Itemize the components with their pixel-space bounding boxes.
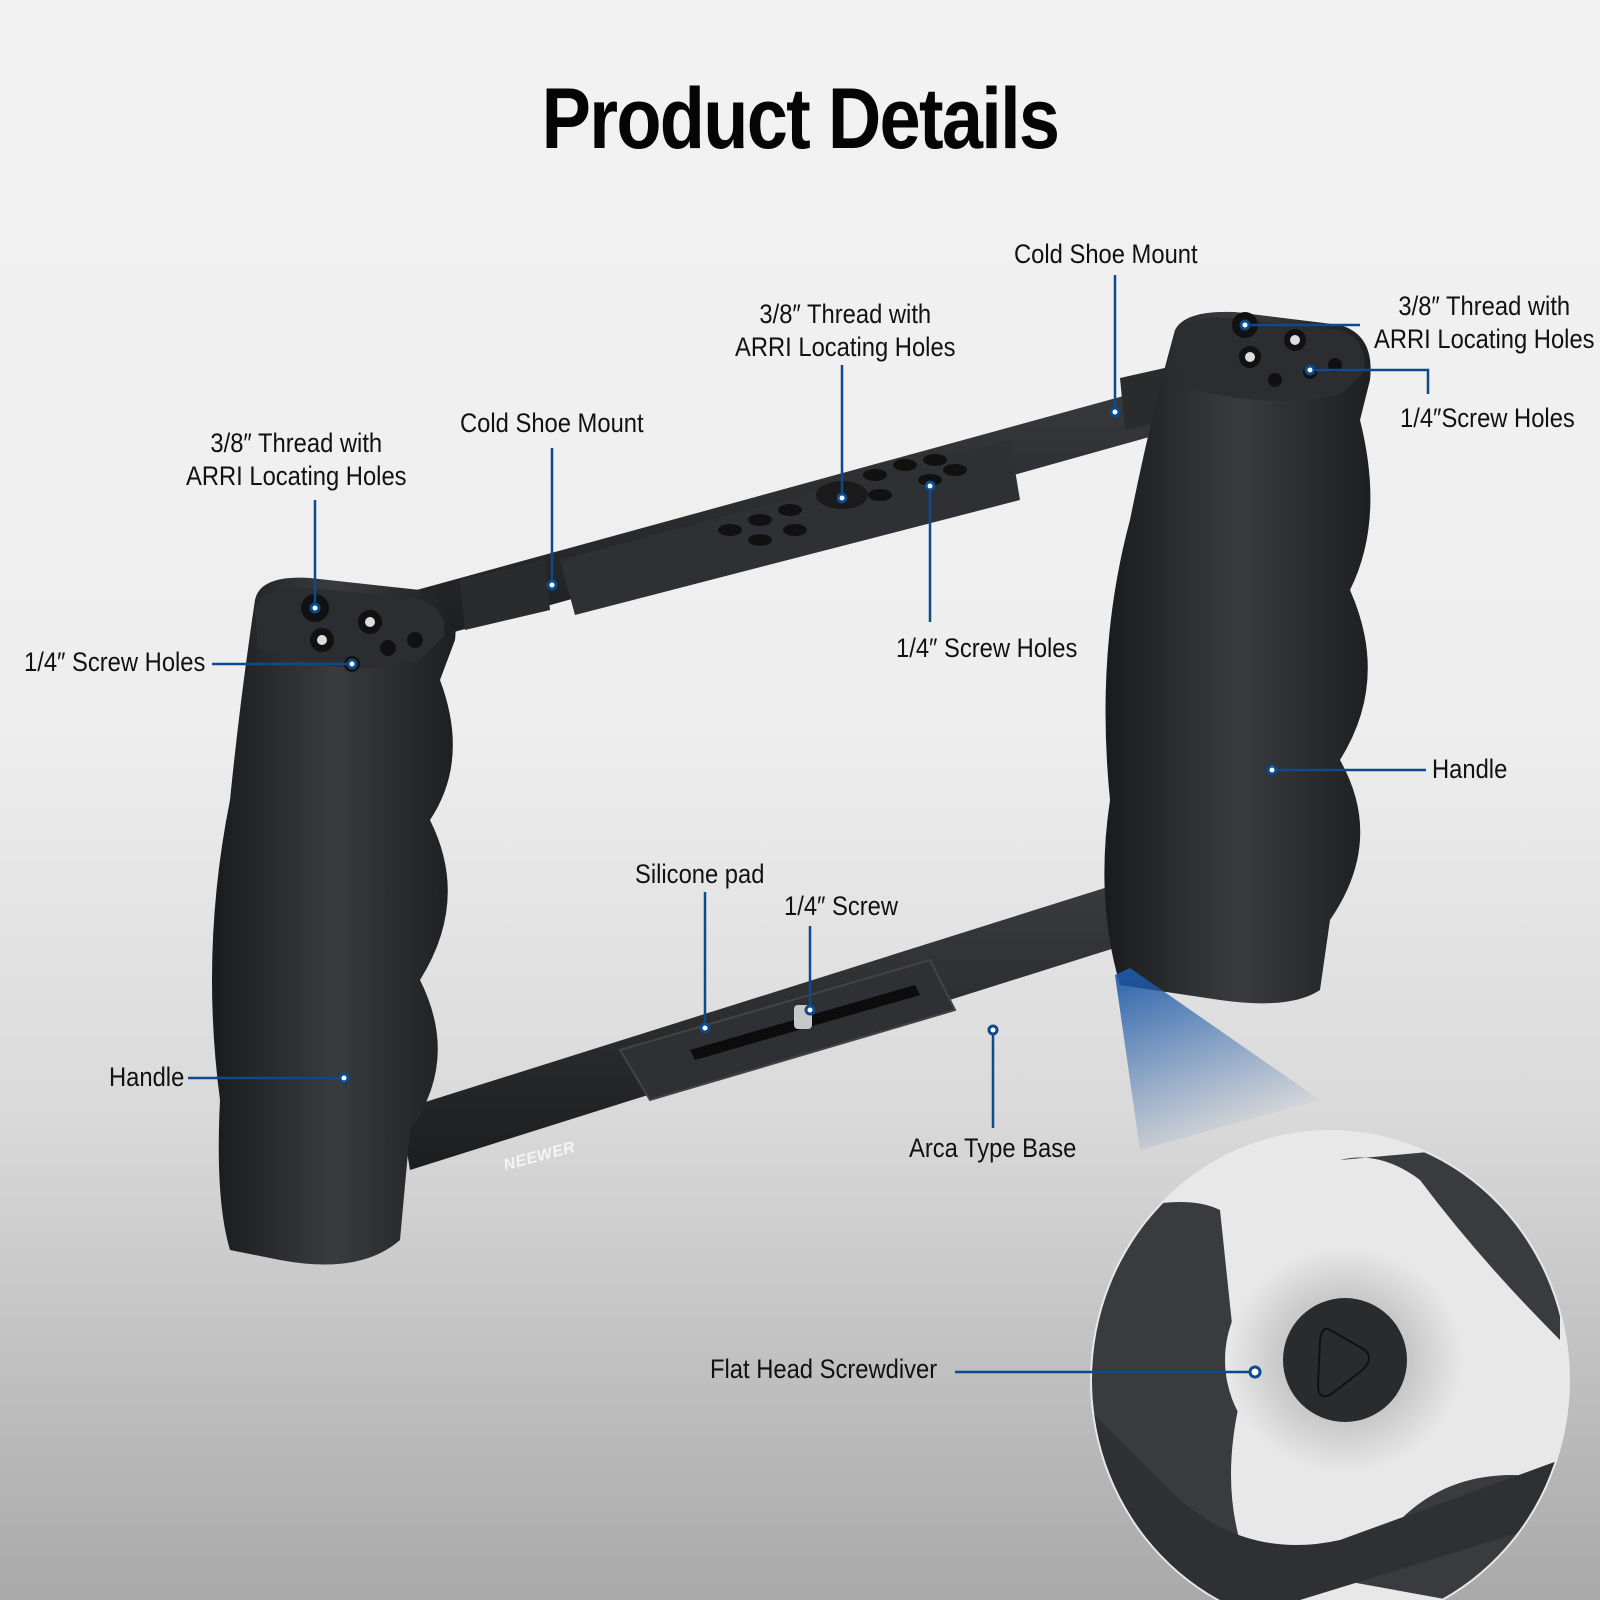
callout-left-cold-shoe: Cold Shoe Mount [460,408,644,438]
left-handle-shape [212,577,456,1265]
spotlight-beam [1115,968,1320,1150]
leader-lines [188,275,1430,1374]
right-handle-shape [1104,311,1371,1004]
callout-flat-head-screwdriver: Flat Head Screwdiver [710,1354,938,1384]
leader-dots [309,319,1316,1379]
callout-top-arri-thread: 3/8″ Thread with ARRI Locating Holes [735,298,956,364]
callout-right-screw-holes: 1/4″Screw Holes [1400,403,1575,433]
callout-line: ARRI Locating Holes [735,332,956,362]
callout-right-cold-shoe: Cold Shoe Mount [1014,239,1198,269]
top-rail [380,360,1210,650]
callout-right-handle: Handle [1432,754,1508,784]
callout-line: 3/8″ Thread with [210,428,383,458]
callout-line: ARRI Locating Holes [1374,324,1595,354]
callout-arca-base: Arca Type Base [909,1133,1077,1163]
callout-screw: 1/4″ Screw [784,891,899,921]
page-title: Product Details [541,71,1060,167]
callout-top-screw-holes: 1/4″ Screw Holes [896,633,1078,663]
callout-left-arri-thread: 3/8″ Thread with ARRI Locating Holes [186,427,407,493]
bottom-rail [400,880,1140,1170]
zoom-detail-circle [1090,1130,1570,1600]
callout-line: 3/8″ Thread with [759,299,932,329]
callout-line: 3/8″ Thread with [1398,291,1571,321]
callout-left-screw-holes: 1/4″ Screw Holes [24,647,206,677]
callout-left-handle: Handle [109,1062,185,1092]
callout-silicone-pad: Silicone pad [635,859,765,889]
callout-right-arri-thread: 3/8″ Thread with ARRI Locating Holes [1374,290,1595,356]
callout-line: ARRI Locating Holes [186,461,407,491]
